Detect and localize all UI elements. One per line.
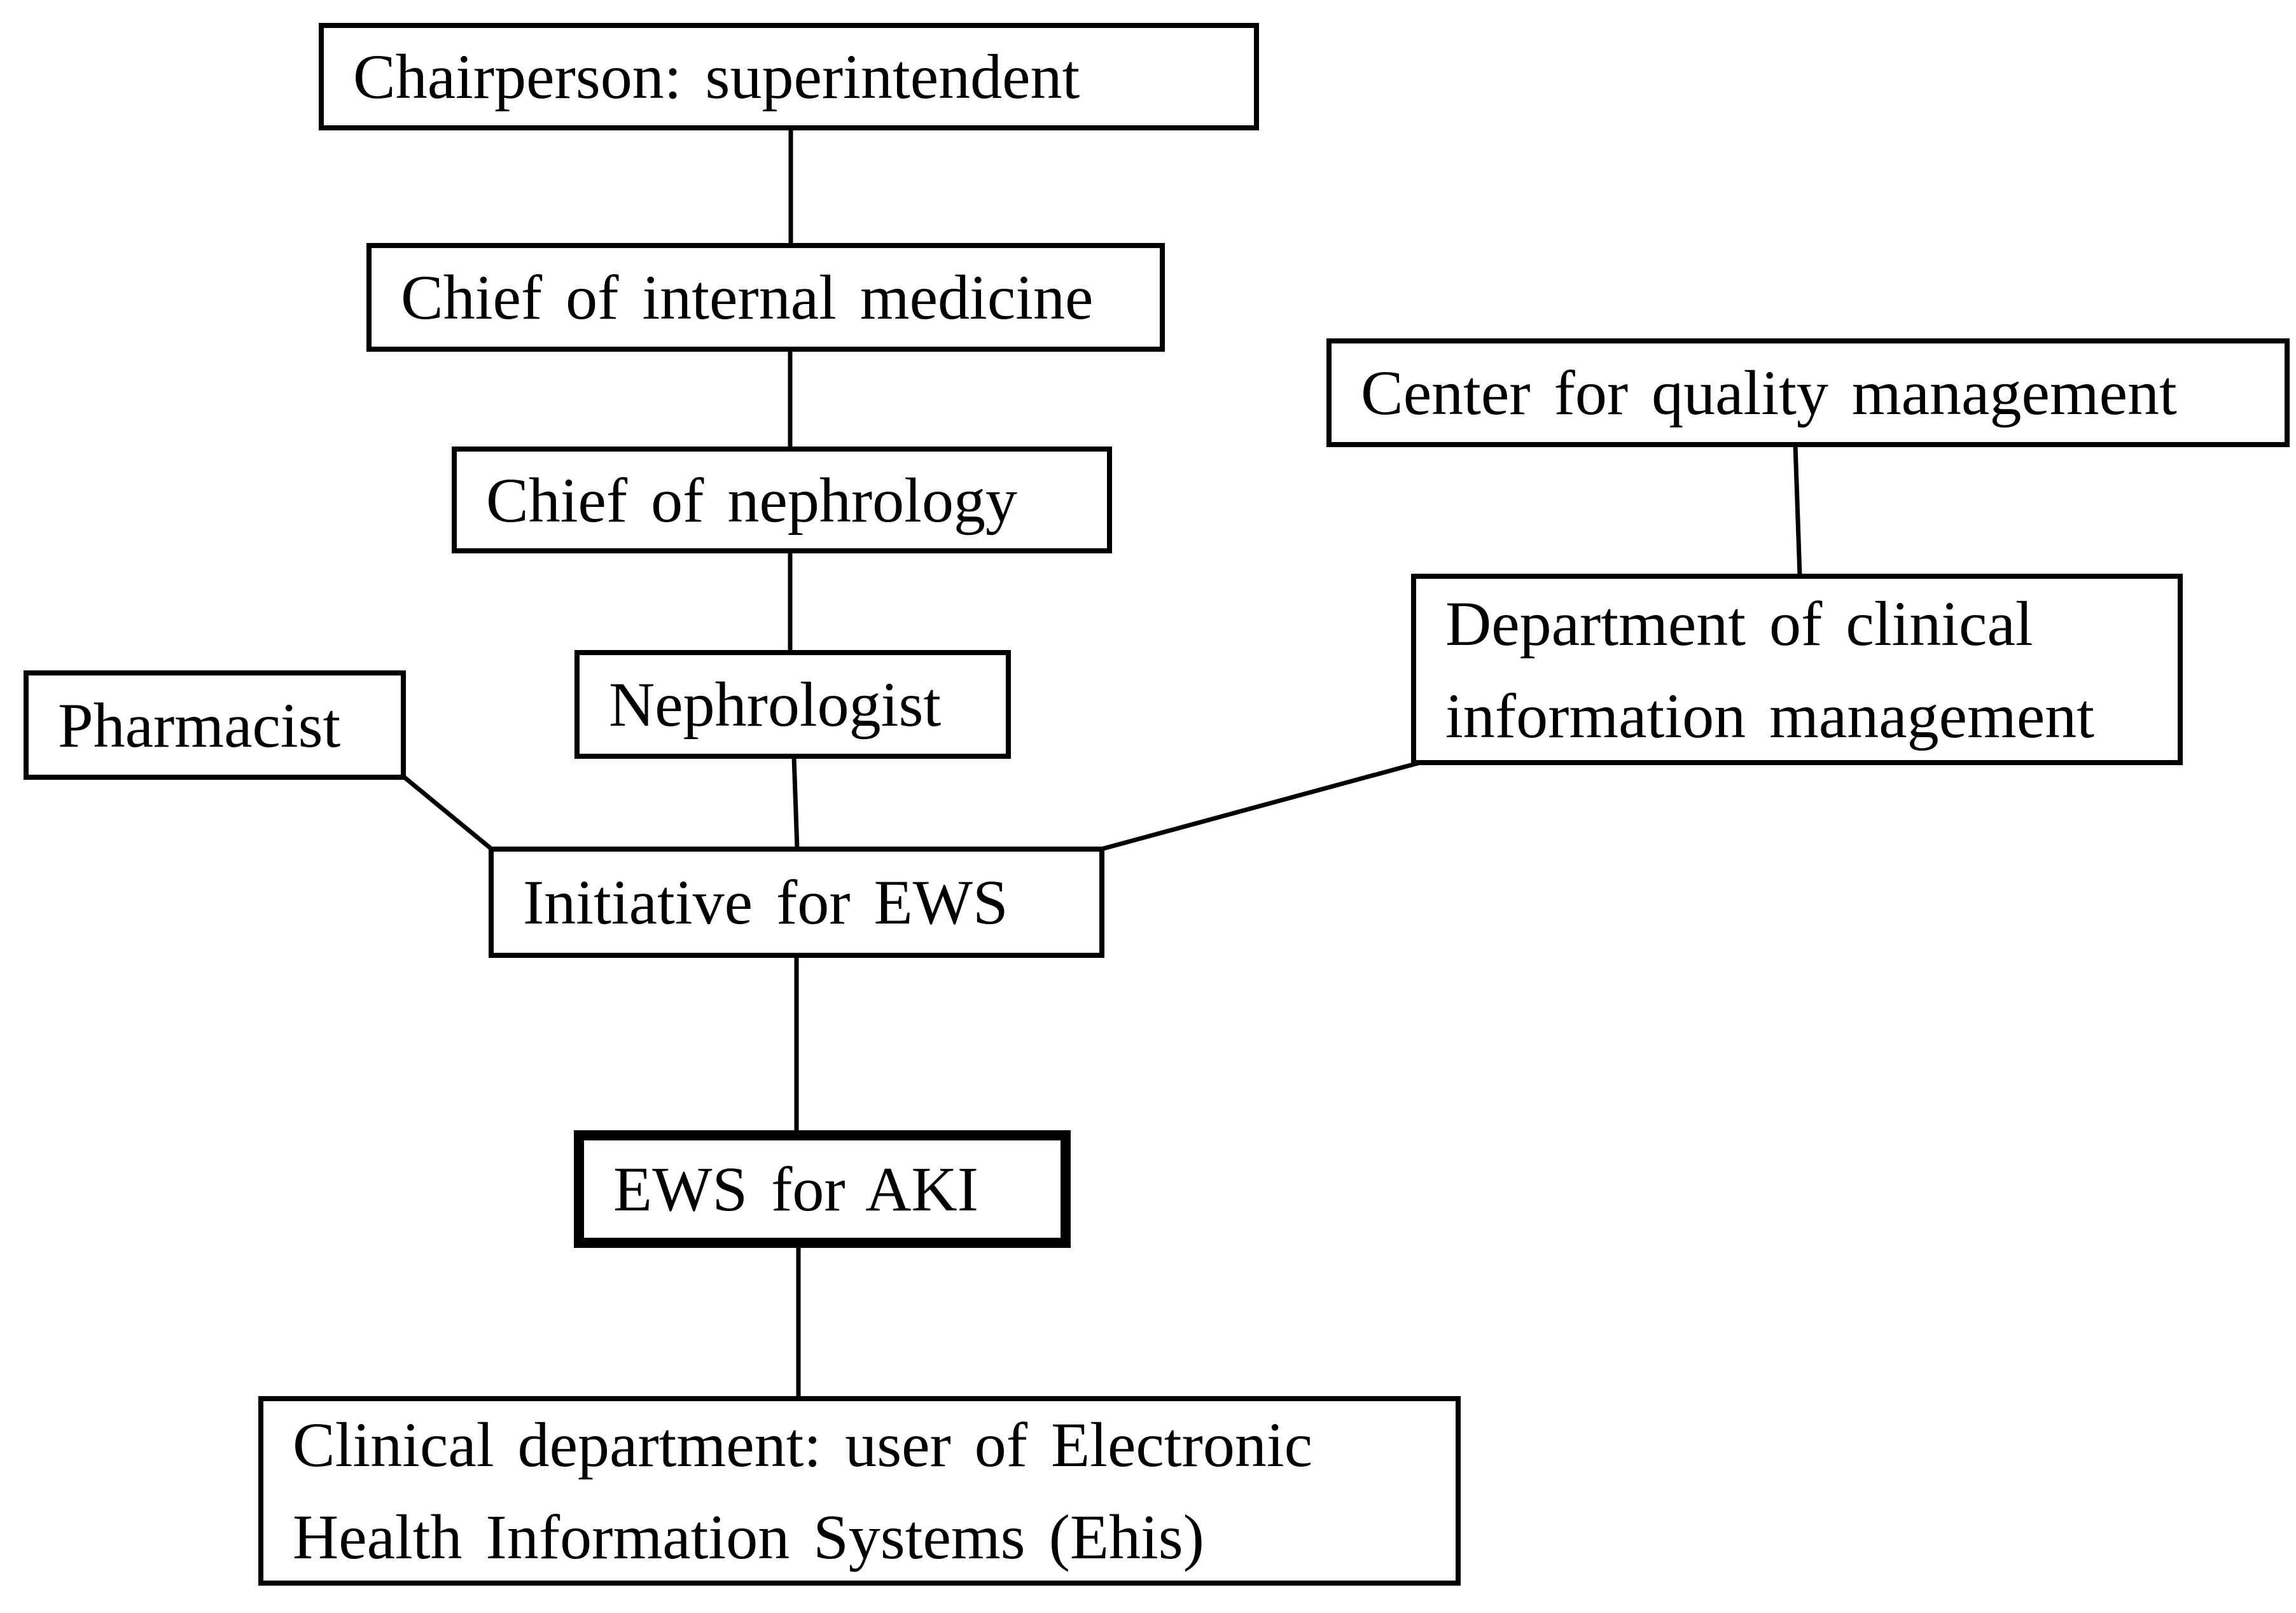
connector-pharmacist-to-initiative	[401, 774, 494, 852]
node-pharmacist: Pharmacist	[24, 670, 406, 780]
node-nephrologist: Nephrologist	[574, 650, 1011, 759]
node-department-of-clinical-information-management: Department of clinical information manag…	[1411, 574, 2183, 765]
node-chief-of-internal-medicine: Chief of internal medicine	[366, 243, 1165, 352]
node-chief-of-nephrology-label: Chief of nephrology	[486, 464, 1017, 536]
connector-dept-info-to-initiative	[1101, 760, 1421, 852]
node-initiative-for-ews: Initiative for EWS	[489, 847, 1104, 958]
node-initiative-for-ews-label: Initiative for EWS	[523, 867, 1008, 938]
node-chief-of-internal-medicine-label: Chief of internal medicine	[401, 262, 1094, 333]
node-chairperson-label: Chairperson: superintendent	[353, 41, 1080, 112]
node-ews-for-aki: EWS for AKI	[574, 1130, 1071, 1248]
node-chairperson: Chairperson: superintendent	[319, 23, 1259, 130]
node-clinical-department-label: Clinical department: user of Electronic …	[293, 1409, 1312, 1572]
node-center-for-quality-management-label: Center for quality management	[1361, 357, 2177, 428]
node-ews-for-aki-label: EWS for AKI	[613, 1154, 978, 1224]
node-center-for-quality-management: Center for quality management	[1326, 338, 2290, 447]
node-department-of-clinical-information-management-label: Department of clinical information manag…	[1445, 588, 2095, 751]
node-clinical-department: Clinical department: user of Electronic …	[258, 1396, 1461, 1586]
connector-center-quality-to-dept-info	[1793, 445, 1802, 576]
connector-nephrologist-to-initiative	[791, 756, 800, 849]
node-nephrologist-label: Nephrologist	[609, 669, 942, 740]
node-pharmacist-label: Pharmacist	[58, 689, 341, 761]
node-chief-of-nephrology: Chief of nephrology	[452, 447, 1112, 553]
